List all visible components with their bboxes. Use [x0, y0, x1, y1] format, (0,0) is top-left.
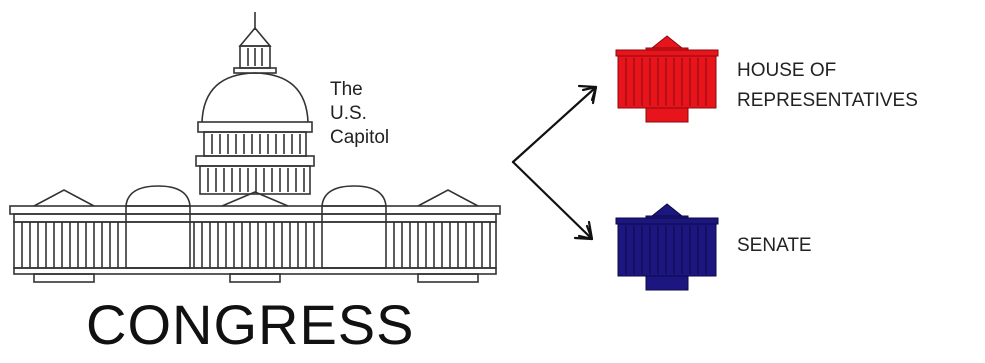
- house-label-line: REPRESENTATIVES: [737, 90, 918, 111]
- senate-label: SENATE: [737, 235, 812, 256]
- house-chamber-icon: [615, 35, 719, 123]
- congress-title: CONGRESS: [86, 293, 415, 356]
- house-label-line: HOUSE OF: [737, 60, 837, 81]
- capitol-label-line: Capitol: [330, 127, 390, 148]
- branch-arrows-icon: [511, 84, 598, 241]
- capitol-label: The U.S. Capitol: [330, 78, 440, 150]
- capitol-building-icon: [9, 12, 501, 283]
- capitol-label-line: U.S.: [330, 103, 367, 124]
- house-label: HOUSE OF REPRESENTATIVES: [737, 56, 977, 116]
- capitol-label-line: The: [330, 79, 363, 100]
- senate-chamber-icon: [615, 203, 719, 291]
